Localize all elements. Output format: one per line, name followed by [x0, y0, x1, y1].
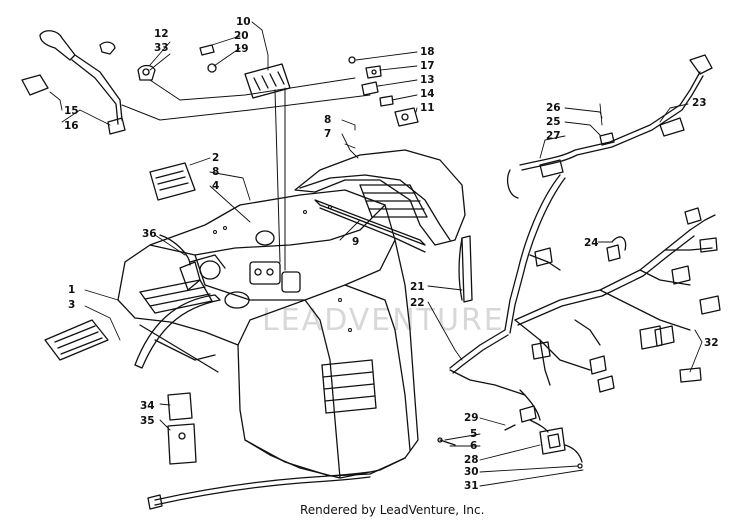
callout-25: 25 — [546, 116, 561, 128]
callout-23: 23 — [692, 97, 707, 109]
console-body — [117, 189, 419, 479]
side-vents — [139, 279, 213, 314]
callout-14: 14 — [420, 88, 435, 100]
decal-34 — [167, 392, 193, 421]
callout-2: 2 — [212, 152, 219, 164]
callout-18: 18 — [420, 46, 435, 58]
watermark: LEADVENTURE — [262, 303, 505, 338]
switch-assembly — [21, 30, 156, 135]
fasteners — [199, 44, 419, 127]
decal-2 — [149, 162, 196, 201]
callout-4: 4 — [212, 180, 219, 192]
callout-6: 6 — [470, 440, 477, 452]
relay-28 — [437, 405, 583, 469]
callout-16: 16 — [64, 120, 79, 132]
callout-7: 7 — [324, 128, 331, 140]
callout-labels: 1 3 2 8 4 36 10 20 19 12 33 15 16 18 17 … — [64, 16, 719, 492]
callout-32: 32 — [704, 337, 719, 349]
panel-21 — [458, 235, 473, 303]
callout-22: 22 — [410, 297, 425, 309]
callout-30: 30 — [464, 466, 479, 478]
decal-35 — [167, 423, 197, 465]
fender-strip — [134, 294, 221, 373]
callout-12: 12 — [154, 28, 169, 40]
dash-openings — [189, 230, 301, 309]
callout-20: 20 — [234, 30, 249, 42]
callout-9: 9 — [352, 236, 359, 248]
nameplate-10 — [244, 63, 291, 99]
callout-28: 28 — [464, 454, 479, 466]
callout-21: 21 — [410, 281, 425, 293]
callout-1: 1 — [68, 284, 75, 296]
wiring-harness — [449, 54, 721, 421]
callout-24: 24 — [584, 237, 599, 249]
callout-8b: 8 — [324, 114, 331, 126]
callout-34: 34 — [140, 400, 155, 412]
callout-33: 33 — [154, 42, 169, 54]
bottom-cable — [147, 471, 371, 510]
leader-lines — [49, 21, 703, 487]
callout-3: 3 — [68, 299, 75, 311]
callout-29: 29 — [464, 412, 479, 424]
upper-shroud — [294, 149, 466, 253]
decal-3 — [44, 319, 109, 361]
callout-11: 11 — [420, 102, 435, 114]
render-credit: Rendered by LeadVenture, Inc. — [300, 503, 485, 517]
callout-17: 17 — [420, 60, 435, 72]
rivets — [213, 205, 352, 332]
callout-15: 15 — [64, 105, 79, 117]
front-vents — [321, 359, 377, 414]
callout-36: 36 — [142, 228, 157, 240]
switch-leads — [121, 77, 371, 271]
callout-31: 31 — [464, 480, 479, 492]
callout-27: 27 — [546, 130, 561, 142]
callout-5: 5 — [470, 428, 477, 440]
bracket-36 — [159, 234, 201, 291]
callout-35: 35 — [140, 415, 155, 427]
callout-26: 26 — [546, 102, 561, 114]
shroud-grille — [359, 184, 428, 218]
callout-19: 19 — [234, 43, 249, 55]
callout-8a: 8 — [212, 166, 219, 178]
callout-10: 10 — [236, 16, 251, 28]
callout-13: 13 — [420, 74, 435, 86]
